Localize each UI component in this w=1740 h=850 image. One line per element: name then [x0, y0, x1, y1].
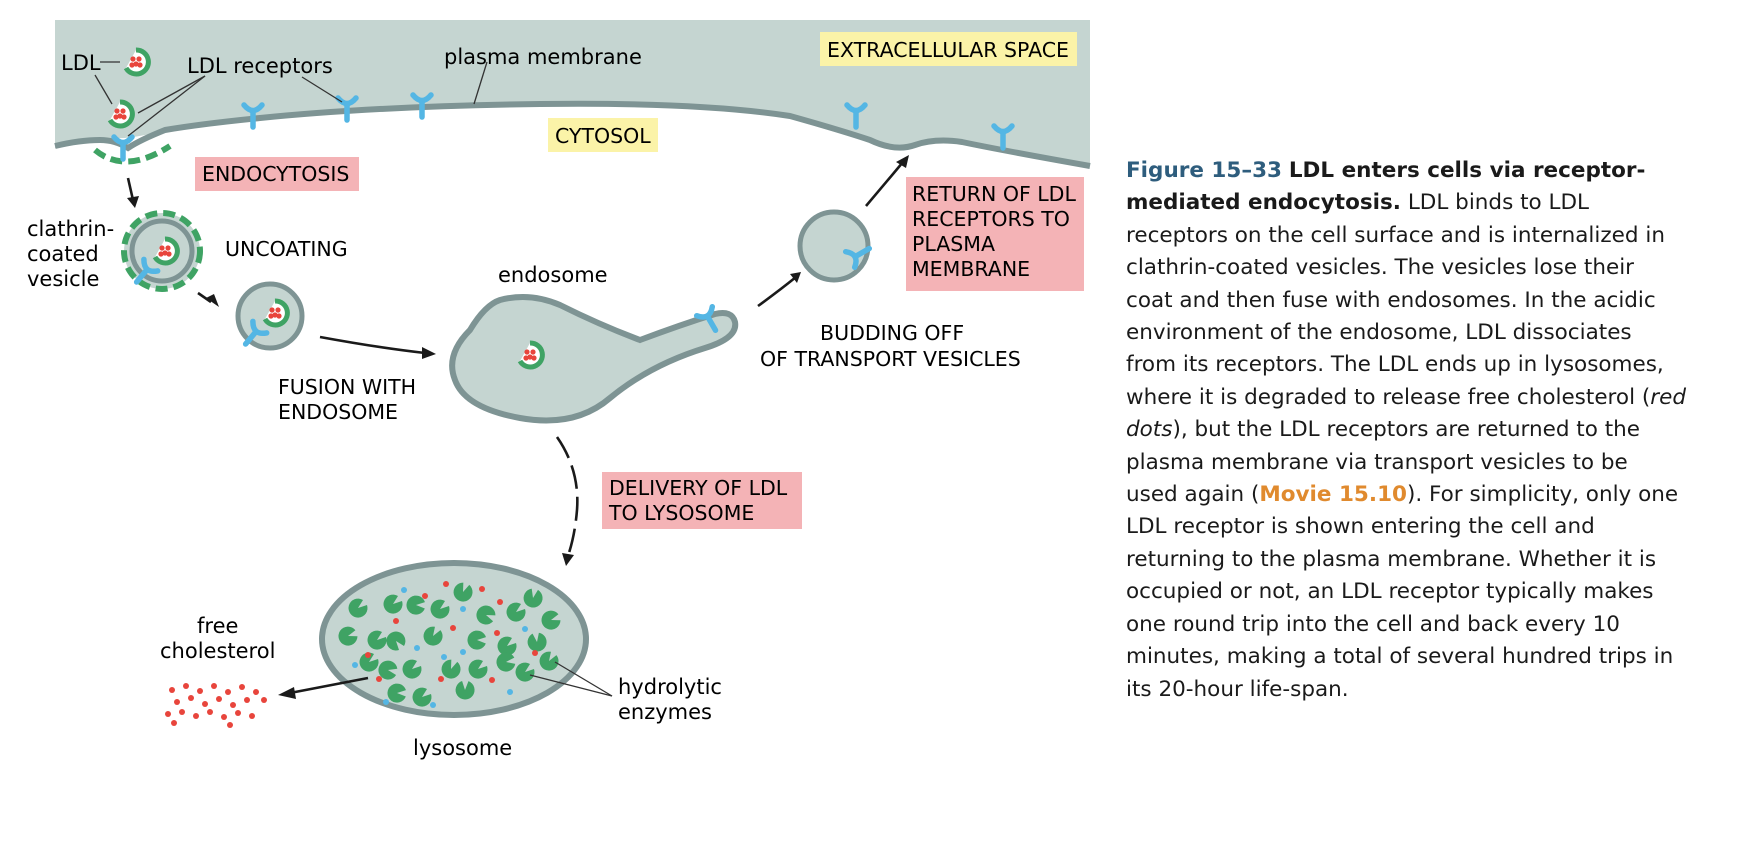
lysosome: [319, 560, 589, 718]
free-cholesterol-label-2: cholesterol: [160, 639, 275, 663]
return-of-ldl-label-2: RECEPTORS TO: [912, 207, 1070, 231]
endocytosis-label: ENDOCYTOSIS: [202, 162, 349, 186]
caption-text-1: LDL binds to LDL receptors on the cell s…: [1126, 190, 1665, 410]
cytosol-label: CYTOSOL: [555, 124, 651, 148]
figure-title: LDL enters cells via receptor-mediated e…: [1126, 158, 1646, 216]
ldl-label: LDL: [61, 51, 101, 75]
uncoating-label: UNCOATING: [225, 237, 348, 261]
movie-link[interactable]: Movie 15.10: [1259, 482, 1407, 508]
delivery-of-ldl-label-2: TO LYSOSOME: [608, 501, 754, 525]
clathrin-coated-vesicle-label-1: clathrin-: [27, 217, 114, 241]
cytosol-tag: [548, 118, 658, 152]
lysosome-blue-dots: [352, 587, 528, 708]
endosome-label: endosome: [498, 263, 608, 287]
budding-off-label-1: BUDDING OFF: [820, 321, 964, 345]
fusion-with-endosome-label-2: ENDOSOME: [278, 400, 398, 424]
return-of-ldl-receptors-tag: [906, 177, 1084, 291]
caption-italic: red dots: [1126, 384, 1686, 443]
hydrolytic-enzymes-label-2: enzymes: [618, 700, 712, 724]
clathrin-coated-vesicle-label-2: coated: [27, 242, 99, 266]
transport-vesicle: [797, 209, 871, 283]
caption-text-3: ). For simplicity, only one LDL receptor…: [1126, 482, 1679, 702]
clathrin-coat-pit: [93, 143, 172, 165]
clathrin-coated-vesicle-label-3: vesicle: [27, 267, 99, 291]
plasma-membrane: [54, 100, 1091, 169]
return-of-ldl-label-1: RETURN OF LDL: [912, 182, 1076, 206]
endosome: [449, 293, 739, 424]
extracellular-space-label: EXTRACELLULAR SPACE: [827, 38, 1069, 62]
lysosome-label: lysosome: [413, 736, 512, 760]
return-of-ldl-label-4: MEMBRANE: [912, 257, 1030, 281]
fusion-with-endosome-label-1: FUSION WITH: [278, 375, 416, 399]
plasma-membrane-label: plasma membrane: [444, 45, 642, 69]
ldl-endocytosis-diagram: LDL LDL receptors plasma membrane EXTRAC…: [27, 20, 1091, 760]
extracellular-space-tag: [820, 32, 1077, 66]
delivery-of-ldl-tag: [602, 472, 802, 529]
free-cholesterol-dots: [165, 683, 267, 728]
lysosome-cholesterol-dots: [365, 581, 538, 683]
figure-number: Figure 15–33: [1126, 158, 1283, 183]
return-of-ldl-label-3: PLASMA: [912, 232, 995, 256]
free-cholesterol-label-1: free: [197, 614, 238, 638]
figure-caption: Figure 15–33 LDL enters cells via recept…: [1126, 155, 1686, 706]
hydrolytic-enzymes-label-1: hydrolytic: [618, 675, 722, 699]
caption-text-2: ), but the LDL receptors are returned to…: [1126, 417, 1640, 508]
ldl-receptors-label: LDL receptors: [187, 54, 333, 78]
delivery-of-ldl-label-1: DELIVERY OF LDL: [609, 476, 788, 500]
endocytosis-tag: [195, 157, 359, 191]
budding-off-label-2: OF TRANSPORT VESICLES: [760, 347, 1021, 371]
